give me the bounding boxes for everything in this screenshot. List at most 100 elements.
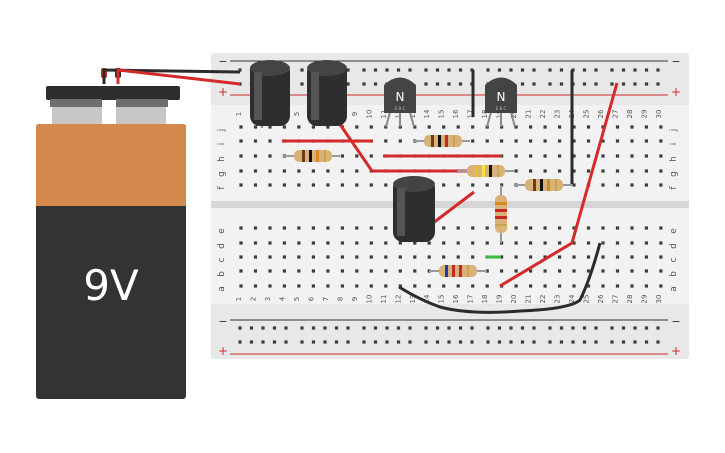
breadboard-hole[interactable] (659, 269, 663, 273)
rail-hole[interactable] (559, 326, 564, 330)
breadboard-hole[interactable] (282, 241, 286, 245)
breadboard-hole[interactable] (311, 183, 315, 187)
rail-hole[interactable] (408, 68, 412, 72)
breadboard-hole[interactable] (529, 139, 533, 143)
breadboard-hole[interactable] (326, 255, 330, 259)
breadboard-hole[interactable] (601, 154, 605, 158)
breadboard-hole[interactable] (442, 241, 446, 245)
wire-red-cap-link[interactable] (432, 190, 475, 225)
breadboard-hole[interactable] (543, 139, 547, 143)
rail-hole[interactable] (610, 326, 614, 330)
breadboard-hole[interactable] (630, 269, 634, 273)
rail-hole[interactable] (497, 68, 502, 72)
breadboard[interactable]: 1122334455667788991010111112121313141415… (211, 53, 689, 359)
breadboard-hole[interactable] (558, 226, 562, 230)
breadboard-hole[interactable] (471, 226, 475, 230)
breadboard-hole[interactable] (543, 169, 547, 173)
breadboard-hole[interactable] (514, 139, 518, 143)
breadboard-hole[interactable] (558, 139, 562, 143)
breadboard-hole[interactable] (384, 269, 388, 273)
breadboard-hole[interactable] (282, 255, 286, 259)
breadboard-hole[interactable] (572, 241, 576, 245)
breadboard-hole[interactable] (355, 226, 359, 230)
resistor-6[interactable] (429, 265, 487, 277)
rail-hole[interactable] (644, 68, 649, 72)
breadboard-hole[interactable] (601, 139, 605, 143)
breadboard-hole[interactable] (427, 125, 431, 129)
rail-hole[interactable] (272, 340, 277, 344)
breadboard-hole[interactable] (340, 241, 344, 245)
breadboard-hole[interactable] (442, 284, 446, 288)
rail-hole[interactable] (311, 340, 316, 344)
breadboard-hole[interactable] (572, 226, 576, 230)
breadboard-hole[interactable] (471, 241, 475, 245)
rail-hole[interactable] (385, 340, 389, 344)
breadboard-hole[interactable] (326, 226, 330, 230)
breadboard-hole[interactable] (529, 284, 533, 288)
rail-hole[interactable] (300, 82, 304, 86)
rail-hole[interactable] (373, 326, 378, 330)
capacitor-2[interactable] (307, 60, 347, 126)
rail-hole[interactable] (362, 68, 366, 72)
breadboard-hole[interactable] (456, 241, 460, 245)
components[interactable]: N E B C N E B C (250, 60, 573, 277)
breadboard-hole[interactable] (297, 284, 301, 288)
rail-hole[interactable] (559, 82, 564, 86)
rail-hole[interactable] (424, 68, 428, 72)
breadboard-hole[interactable] (485, 183, 489, 187)
rail-hole[interactable] (656, 68, 660, 72)
breadboard-hole[interactable] (586, 284, 591, 288)
breadboard-hole[interactable] (268, 154, 272, 158)
breadboard-hole[interactable] (659, 169, 663, 173)
breadboard-hole[interactable] (615, 169, 620, 173)
breadboard-hole[interactable] (384, 183, 388, 187)
breadboard-hole[interactable] (586, 255, 591, 259)
rail-hole[interactable] (396, 68, 401, 72)
rail-hole[interactable] (520, 68, 525, 72)
rail-hole[interactable] (621, 68, 626, 72)
breadboard-hole[interactable] (644, 183, 648, 187)
breadboard-hole[interactable] (572, 125, 576, 129)
rail-hole[interactable] (497, 340, 502, 344)
rail-hole[interactable] (582, 82, 587, 86)
rail-hole[interactable] (300, 340, 304, 344)
breadboard-hole[interactable] (514, 269, 518, 273)
breadboard-hole[interactable] (442, 226, 446, 230)
breadboard-hole[interactable] (456, 226, 460, 230)
rail-hole[interactable] (447, 340, 451, 344)
breadboard-hole[interactable] (572, 269, 576, 273)
breadboard-hole[interactable] (586, 169, 591, 173)
resistor-3[interactable] (457, 165, 515, 177)
rail-hole[interactable] (435, 68, 440, 72)
capacitor-1[interactable] (250, 60, 290, 128)
breadboard-hole[interactable] (586, 241, 591, 245)
breadboard-hole[interactable] (282, 125, 286, 129)
breadboard-hole[interactable] (630, 183, 634, 187)
breadboard-hole[interactable] (630, 154, 634, 158)
breadboard-hole[interactable] (268, 255, 272, 259)
breadboard-hole[interactable] (514, 169, 518, 173)
breadboard-hole[interactable] (355, 154, 359, 158)
breadboard-hole[interactable] (456, 183, 460, 187)
breadboard-hole[interactable] (311, 226, 315, 230)
breadboard-hole[interactable] (268, 269, 272, 273)
breadboard-hole[interactable] (268, 241, 272, 245)
rail-hole[interactable] (300, 68, 304, 72)
rail-hole[interactable] (435, 82, 440, 86)
rail-hole[interactable] (447, 82, 451, 86)
breadboard-hole[interactable] (529, 269, 533, 273)
breadboard-hole[interactable] (369, 255, 373, 259)
breadboard-hole[interactable] (659, 255, 663, 259)
breadboard-hole[interactable] (485, 139, 489, 143)
rail-hole[interactable] (594, 326, 598, 330)
breadboard-hole[interactable] (253, 269, 258, 273)
rail-hole[interactable] (385, 68, 389, 72)
breadboard-hole[interactable] (282, 169, 286, 173)
rail-hole[interactable] (621, 326, 626, 330)
breadboard-hole[interactable] (340, 154, 344, 158)
breadboard-hole[interactable] (297, 169, 301, 173)
breadboard-hole[interactable] (558, 255, 562, 259)
rail-hole[interactable] (447, 326, 451, 330)
breadboard-hole[interactable] (558, 269, 562, 273)
breadboard-hole[interactable] (253, 139, 258, 143)
